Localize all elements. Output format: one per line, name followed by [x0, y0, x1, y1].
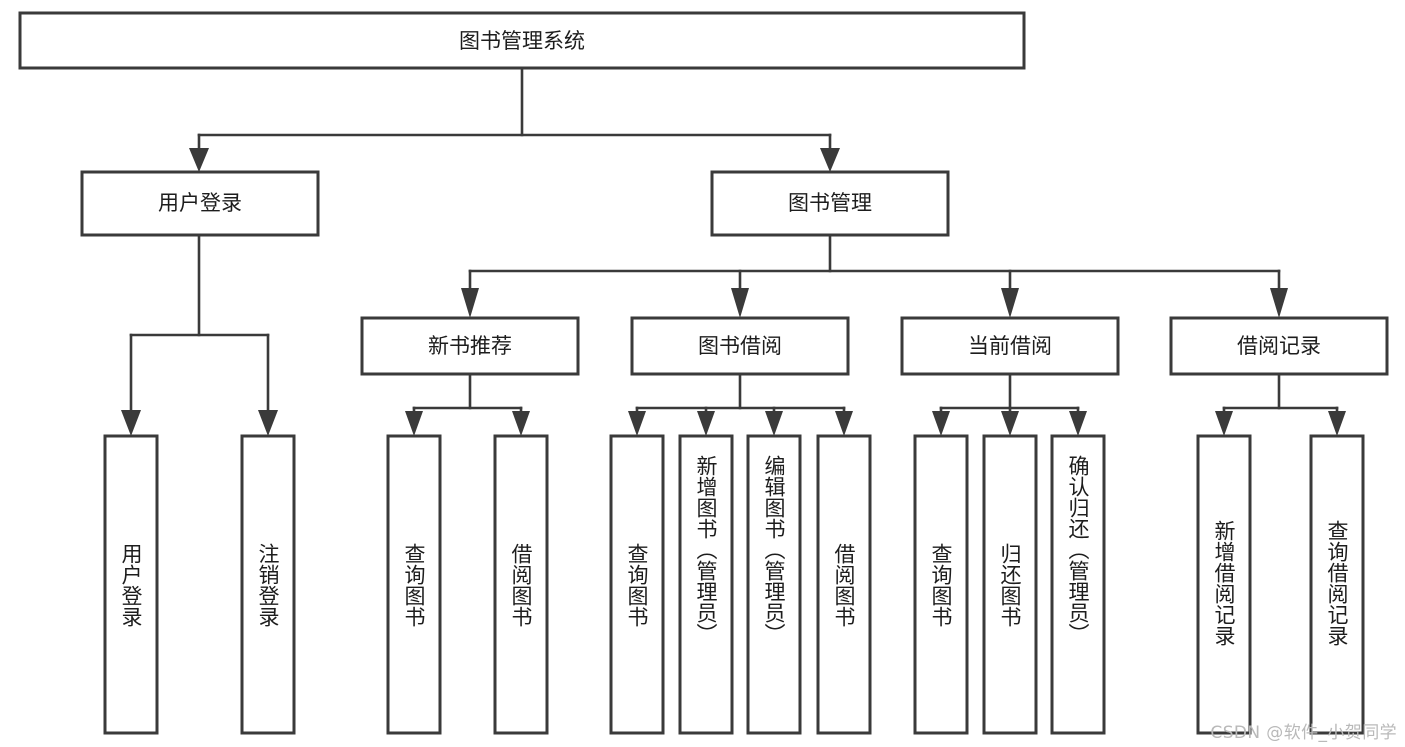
- leaf-rec-borrow-book-label: 借阅图书: [509, 543, 533, 627]
- node-book-borrow-label: 图书借阅: [698, 334, 782, 358]
- arrow-leaf-rec-query: [405, 411, 423, 436]
- arrow-to-user-login: [189, 148, 209, 172]
- leaf-edit-book-admin-label: 编辑图书（管理员）: [762, 455, 786, 644]
- leaf-add-book-admin-box[interactable]: [678, 434, 734, 735]
- connector-layer: [121, 66, 1346, 436]
- csdn-watermark: CSDN @软件_小贺同学: [1210, 723, 1397, 743]
- node-new-book-recommend-box[interactable]: [360, 316, 580, 376]
- node-book-borrow-box[interactable]: [630, 316, 850, 376]
- node-current-borrow-label: 当前借阅: [968, 334, 1052, 358]
- leaf-borrow-query-book-box[interactable]: [609, 434, 665, 735]
- leaf-user-login-label: 用户登录: [119, 543, 143, 627]
- arrow-to-book-borrow: [731, 288, 749, 318]
- leaf-add-book-admin[interactable]: 新增图书（管理员）: [678, 434, 734, 735]
- leaf-current-query-book-label: 查询图书: [929, 543, 953, 627]
- node-book-manage-box[interactable]: [710, 170, 950, 237]
- node-user-login-label: 用户登录: [158, 191, 242, 215]
- arrow-leaf-current-confirm: [1069, 411, 1087, 436]
- arrow-leaf-record-add: [1215, 411, 1233, 436]
- arrow-leaf-rec-borrow: [512, 411, 530, 436]
- node-new-book-recommend[interactable]: 新书推荐: [360, 316, 580, 376]
- arrow-to-book-manage: [820, 148, 840, 172]
- leaf-edit-book-admin-box[interactable]: [746, 434, 802, 735]
- arrow-to-current-borrow: [1001, 288, 1019, 318]
- leaf-borrow-query-book[interactable]: 查询图书: [609, 434, 665, 735]
- leaf-borrow-book-box[interactable]: [816, 434, 872, 735]
- leaf-current-query-book[interactable]: 查询图书: [913, 434, 969, 735]
- node-borrow-record-label: 借阅记录: [1237, 334, 1321, 358]
- node-root-box[interactable]: [18, 11, 1026, 70]
- leaf-query-borrow-record-label: 查询借阅记录: [1325, 520, 1349, 646]
- leaf-confirm-return-admin-box[interactable]: [1050, 434, 1106, 735]
- leaf-rec-query-book-label: 查询图书: [402, 543, 426, 627]
- leaf-borrow-book-label: 借阅图书: [832, 543, 856, 627]
- leaf-query-borrow-record[interactable]: 查询借阅记录: [1309, 434, 1365, 735]
- arrow-to-new-book-rec: [461, 288, 479, 318]
- leaf-return-book[interactable]: 归还图书: [982, 434, 1038, 735]
- leaf-confirm-return-admin[interactable]: 确认归还（管理员）: [1050, 434, 1106, 735]
- node-borrow-record[interactable]: 借阅记录: [1169, 316, 1389, 376]
- node-root[interactable]: 图书管理系统: [18, 11, 1026, 70]
- arrow-leaf-borrow-add: [697, 411, 715, 436]
- node-book-manage[interactable]: 图书管理: [710, 170, 950, 237]
- node-user-login-box[interactable]: [80, 170, 320, 237]
- arrow-leaf-user-login: [121, 410, 141, 436]
- arrow-leaf-current-query: [932, 411, 950, 436]
- leaf-user-login[interactable]: 用户登录: [103, 434, 159, 735]
- node-borrow-record-box[interactable]: [1169, 316, 1389, 376]
- node-current-borrow-box[interactable]: [900, 316, 1120, 376]
- arrow-leaf-borrow-edit: [765, 411, 783, 436]
- leaf-rec-query-book-box[interactable]: [386, 434, 442, 735]
- leaf-borrow-query-book-label: 查询图书: [625, 543, 649, 627]
- leaf-rec-borrow-book[interactable]: 借阅图书: [493, 434, 549, 735]
- leaf-edit-book-admin[interactable]: 编辑图书（管理员）: [746, 434, 802, 735]
- leaf-current-query-book-box[interactable]: [913, 434, 969, 735]
- leaf-add-borrow-record-label: 新增借阅记录: [1212, 520, 1236, 646]
- node-book-borrow[interactable]: 图书借阅: [630, 316, 850, 376]
- leaf-return-book-box[interactable]: [982, 434, 1038, 735]
- leaf-query-borrow-record-box[interactable]: [1309, 434, 1365, 735]
- leaf-rec-borrow-book-box[interactable]: [493, 434, 549, 735]
- arrow-leaf-record-query: [1328, 411, 1346, 436]
- leaf-user-login-box[interactable]: [103, 434, 159, 735]
- leaf-rec-query-book[interactable]: 查询图书: [386, 434, 442, 735]
- leaf-confirm-return-admin-label: 确认归还（管理员）: [1066, 455, 1090, 644]
- leaf-add-book-admin-label: 新增图书（管理员）: [694, 455, 718, 644]
- arrow-leaf-borrow-lend: [835, 411, 853, 436]
- node-new-book-recommend-label: 新书推荐: [428, 334, 512, 358]
- node-root-label: 图书管理系统: [459, 29, 585, 53]
- node-book-manage-label: 图书管理: [788, 191, 872, 215]
- node-user-login[interactable]: 用户登录: [80, 170, 320, 237]
- arrow-to-borrow-record: [1270, 288, 1288, 318]
- leaf-logout-box[interactable]: [240, 434, 296, 735]
- leaf-logout[interactable]: 注销登录: [240, 434, 296, 735]
- arrow-leaf-borrow-query: [628, 411, 646, 436]
- arrow-leaf-current-return: [1001, 411, 1019, 436]
- leaf-add-borrow-record-box[interactable]: [1196, 434, 1252, 735]
- leaf-add-borrow-record[interactable]: 新增借阅记录: [1196, 434, 1252, 735]
- leaf-borrow-book[interactable]: 借阅图书: [816, 434, 872, 735]
- leaf-return-book-label: 归还图书: [998, 543, 1022, 627]
- leaf-logout-label: 注销登录: [256, 543, 280, 627]
- node-current-borrow[interactable]: 当前借阅: [900, 316, 1120, 376]
- arrow-leaf-user-logout: [258, 410, 278, 436]
